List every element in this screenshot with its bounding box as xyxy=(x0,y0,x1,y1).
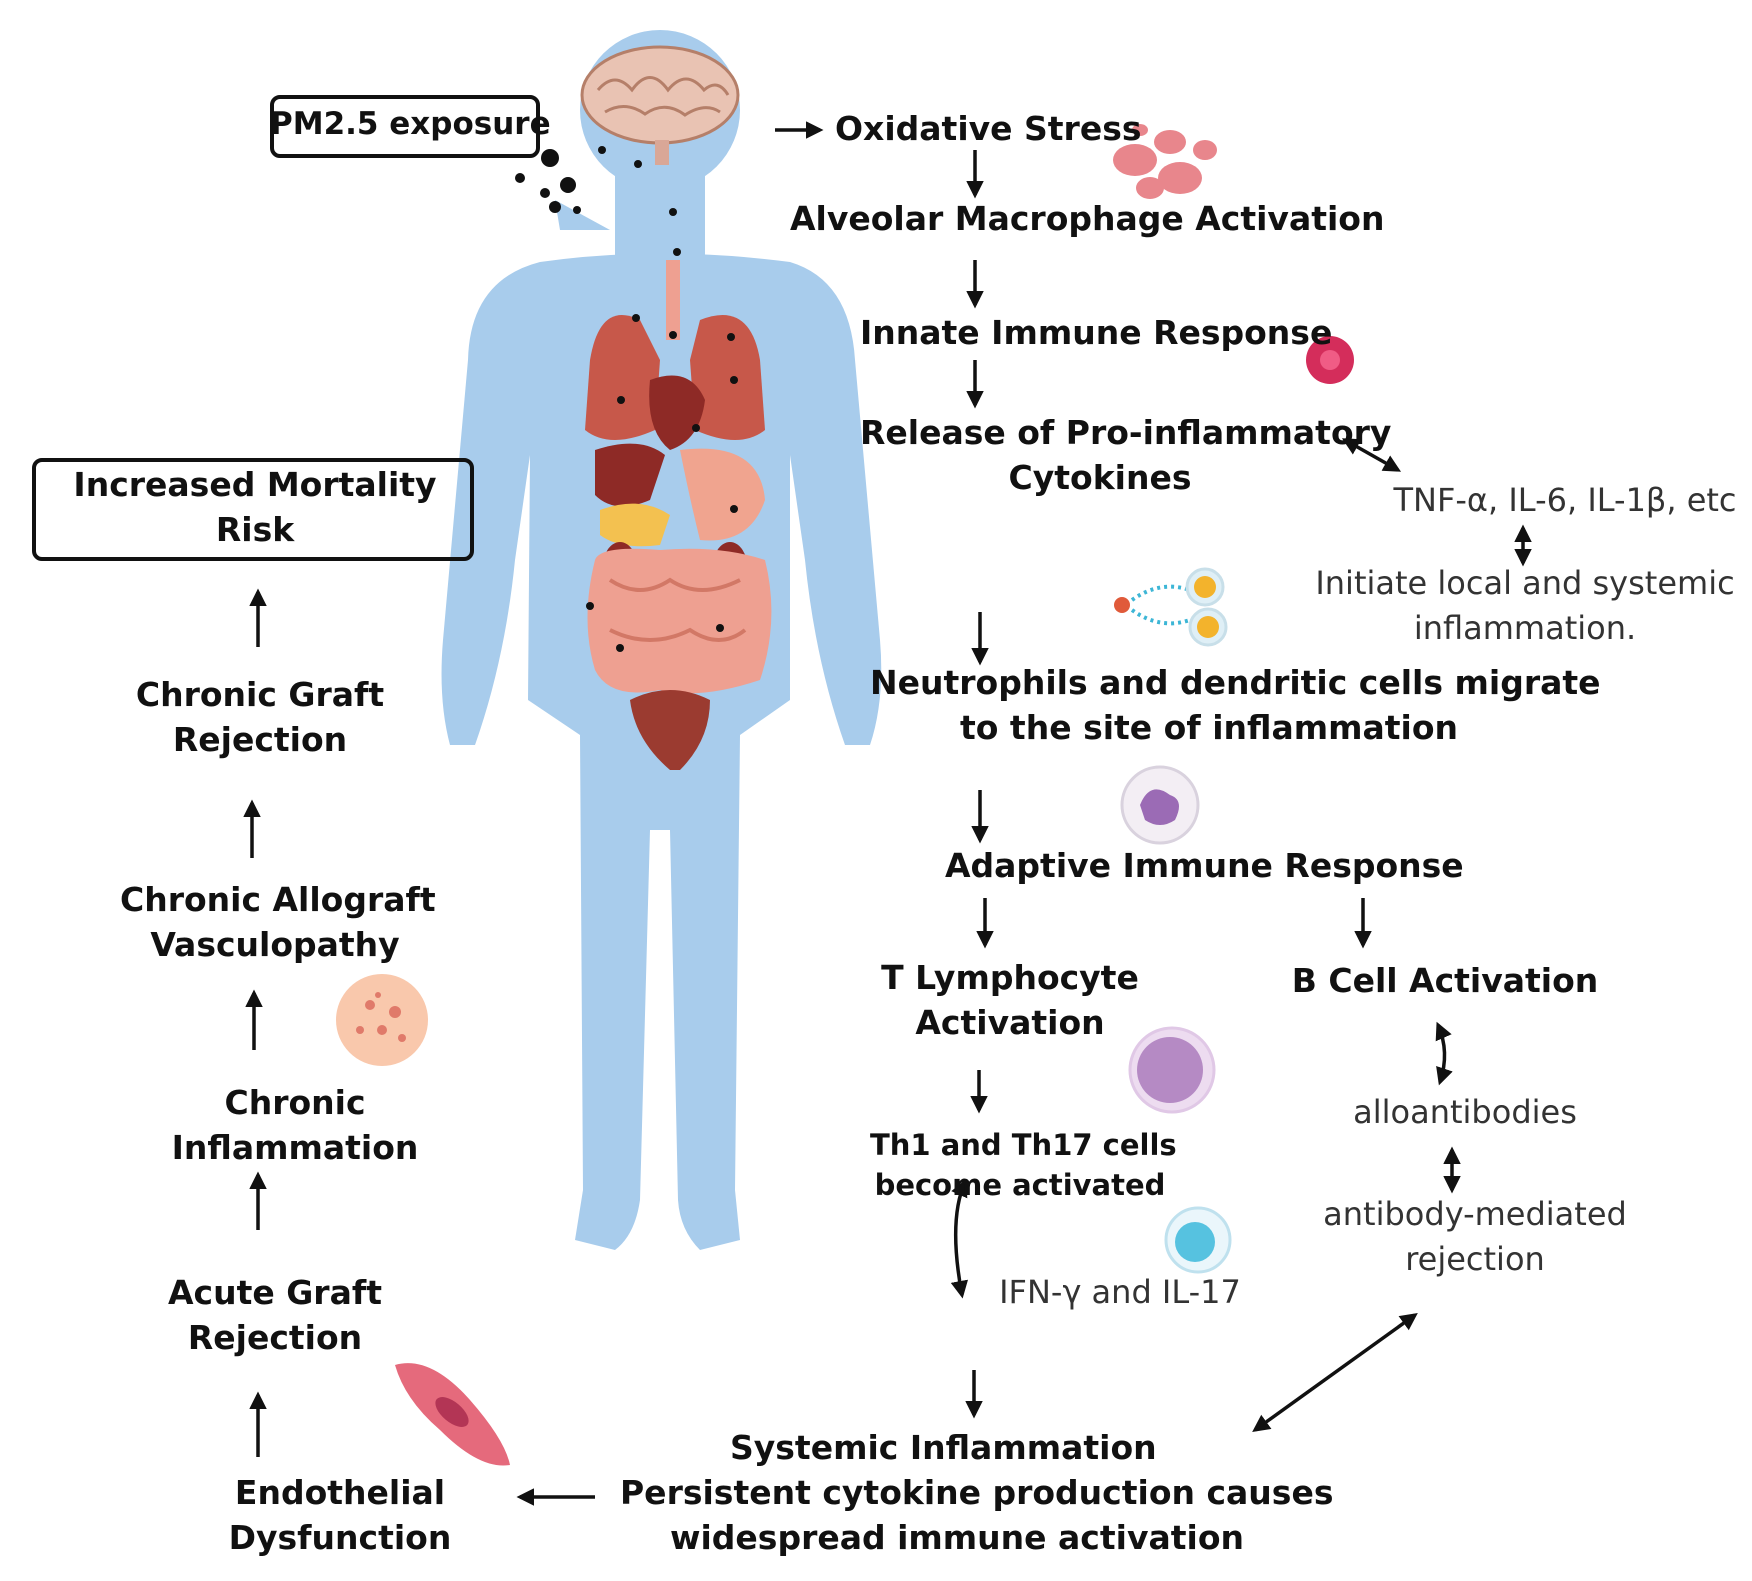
alloantibodies-label: alloantibodies xyxy=(1353,1093,1577,1131)
t-cell-label-1: T Lymphocyte xyxy=(881,958,1139,997)
cytokine-release-label-2: Cytokines xyxy=(1008,458,1192,497)
chronic-inflammation-label-1: Chronic xyxy=(224,1083,366,1122)
chronic-graft-rejection-label-1: Chronic Graft xyxy=(135,675,385,714)
cytokines-list-label: TNF-α, IL-6, IL-1β, etc xyxy=(1393,481,1737,519)
amr-label-2: rejection xyxy=(1405,1240,1545,1278)
cytokine-release-label-1: Release of Pro-inflammatory xyxy=(860,413,1392,452)
endothelial-label-1: Endothelial xyxy=(234,1473,446,1512)
trachea xyxy=(666,260,680,340)
exposure-label: PM2.5 exposure xyxy=(270,106,551,142)
arrows xyxy=(243,121,1532,1506)
cav-label-1: Chronic Allograft xyxy=(120,880,436,919)
t-cell-label-2: Activation xyxy=(915,1003,1105,1042)
intestines xyxy=(587,548,772,694)
brain-icon xyxy=(580,45,740,165)
ifn-label: IFN-γ and IL-17 xyxy=(999,1273,1241,1311)
neutrophil-icon xyxy=(1120,765,1200,845)
macrophage-label: Alveolar Macrophage Activation xyxy=(790,199,1385,238)
liver xyxy=(595,443,665,507)
th-cells-label-2: become activated xyxy=(874,1168,1166,1202)
neutrophils-label-2: to the site of inflammation xyxy=(960,708,1459,747)
inflamed-cell-icon xyxy=(336,974,428,1066)
systemic-inflammation-label-1: Systemic Inflammation xyxy=(730,1428,1157,1467)
mortality-label-1: Increased Mortality xyxy=(73,465,437,504)
initiate-inflammation-label-1: Initiate local and systemic xyxy=(1315,564,1735,602)
bladder xyxy=(630,690,710,770)
mortality-label-2: Risk xyxy=(215,510,295,549)
heart xyxy=(649,375,705,450)
virus-icon xyxy=(1306,336,1354,384)
endothelial-cell-icon xyxy=(395,1363,510,1466)
systemic-inflammation-label-3: widespread immune activation xyxy=(670,1518,1244,1557)
acute-rejection-label-2: Rejection xyxy=(187,1318,363,1357)
stomach xyxy=(680,448,765,541)
oxidative-stress-label: Oxidative Stress xyxy=(835,109,1142,148)
lymphocyte-icon xyxy=(1128,1026,1216,1114)
th-cells-label-1: Th1 and Th17 cells xyxy=(870,1128,1177,1162)
cav-label-2: Vasculopathy xyxy=(150,925,400,964)
b-cell-label: B Cell Activation xyxy=(1291,961,1599,1000)
neutrophils-label-1: Neutrophils and dendritic cells migrate xyxy=(870,663,1601,702)
mortality-box xyxy=(32,458,474,561)
amr-label-1: antibody-mediated xyxy=(1323,1195,1627,1233)
left-lung xyxy=(585,315,660,440)
chronic-graft-rejection-label-2: Rejection xyxy=(172,720,348,759)
pm25-particles xyxy=(515,146,738,652)
systemic-inflammation-label-2: Persistent cytokine production causes xyxy=(620,1473,1334,1512)
organs xyxy=(585,260,772,770)
cell-signaling-icon xyxy=(1114,567,1228,647)
endothelial-label-2: Dysfunction xyxy=(228,1518,452,1557)
right-lung xyxy=(690,315,765,440)
adaptive-response-label: Adaptive Immune Response xyxy=(945,846,1464,885)
chronic-inflammation-label-2: Inflammation xyxy=(171,1128,419,1167)
blue-cell-icon xyxy=(1164,1206,1232,1274)
pancreas xyxy=(600,503,670,547)
exposure-box xyxy=(270,95,540,158)
initiate-inflammation-label-2: inflammation. xyxy=(1413,609,1637,647)
red-blood-cells-icon xyxy=(1113,124,1217,199)
innate-response-label: Innate Immune Response xyxy=(860,313,1333,352)
acute-rejection-label-1: Acute Graft xyxy=(167,1273,382,1312)
